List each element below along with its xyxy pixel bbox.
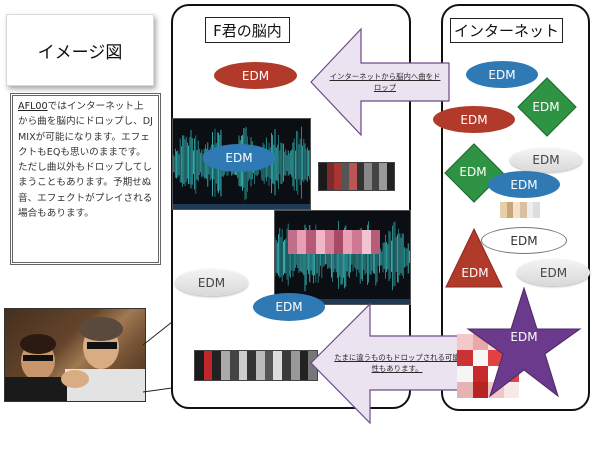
- title-box: イメージ図: [6, 14, 154, 86]
- brain-panel-label-text: F君の脳内: [213, 21, 282, 40]
- internet-edm-blue-mid: EDM: [488, 171, 560, 198]
- description-box: AFL00ではインターネット上から曲を脳内にドロップし、DJ MIXが可能になり…: [10, 93, 161, 265]
- internet-edm-blue-top: EDM: [466, 61, 538, 88]
- internet-panel-label: インターネット: [450, 18, 563, 43]
- internet-edm-diamond-top: EDM: [516, 77, 577, 137]
- brain-edm-bottom: EDM: [253, 293, 325, 321]
- brain-edm-grey: EDM: [175, 269, 248, 296]
- title-label: イメージ図: [37, 42, 123, 63]
- description-highlight: AFL00: [18, 101, 48, 112]
- brain-panel-label: F君の脳内: [205, 17, 290, 43]
- description-body: ではインターネット上から曲を脳内にドロップし、DJ MIXが可能になります。エフ…: [18, 101, 153, 220]
- internet-edm-diamond-left: EDM: [443, 143, 504, 203]
- internet-edm-grey-2: EDM: [517, 259, 590, 286]
- internet-edm-star-label: EDM: [510, 330, 538, 344]
- arrow-bottom-text: たまに違うものもドロップされる可能性もあります。: [334, 353, 460, 373]
- censored-icon-1: [318, 162, 395, 191]
- internet-edm-grey-1: EDM: [510, 148, 582, 172]
- brain-edm-top: EDM: [214, 62, 297, 89]
- censored-icon-scope: [288, 230, 380, 254]
- internet-edm-white: EDM: [481, 227, 567, 254]
- arrow-top-text: インターネットから脳内へ曲をドロップ: [329, 72, 441, 92]
- brain-edm-wave: EDM: [203, 144, 275, 172]
- censored-icon-thumb: [500, 202, 540, 218]
- internet-edm-star: [466, 286, 582, 398]
- internet-panel-label-text: インターネット: [453, 22, 559, 40]
- photo-icon: [4, 308, 146, 402]
- internet-edm-red: EDM: [433, 106, 515, 133]
- internet-edm-triangle: [445, 227, 503, 288]
- internet-edm-triangle-label: EDM: [461, 266, 489, 280]
